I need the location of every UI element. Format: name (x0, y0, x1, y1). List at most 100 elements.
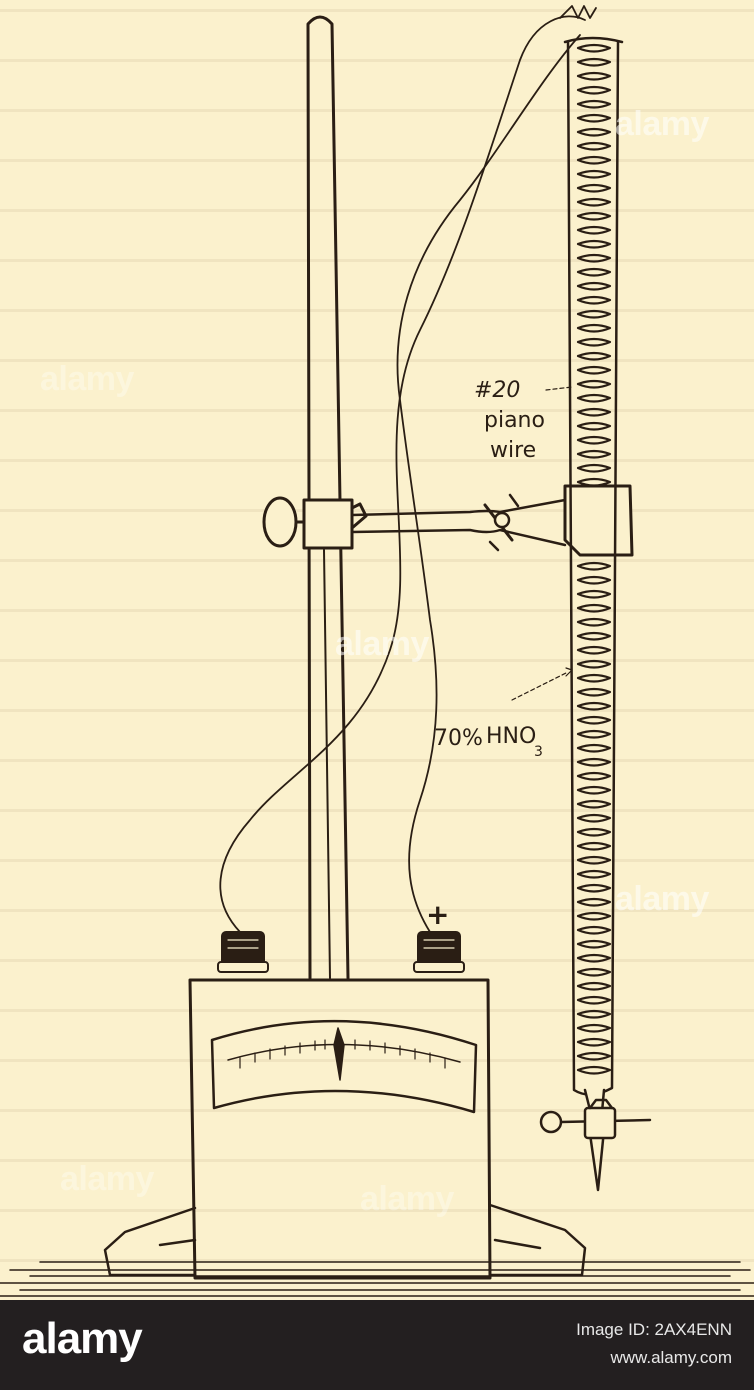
coil-loop (576, 393, 612, 403)
coil-loop (576, 925, 612, 935)
wire-coil (576, 43, 612, 1075)
coil-loop (576, 631, 612, 641)
coil-loop (576, 43, 612, 53)
coil-loop (576, 463, 612, 473)
coil-loop (576, 967, 612, 977)
watermark: alamy (615, 880, 709, 918)
coil-loop (576, 1009, 612, 1019)
coil-loop (576, 267, 612, 277)
coil-loop (576, 141, 612, 151)
stand-rod (306, 15, 350, 980)
rod-clamp (262, 496, 368, 550)
coil-loop (576, 211, 612, 221)
coil-loop (576, 757, 612, 767)
coil-loop (576, 407, 612, 417)
coil-loop (576, 1065, 612, 1075)
coil-loop (576, 337, 612, 347)
stand-base (103, 1203, 587, 1277)
coil-loop (576, 561, 612, 571)
coil-loop (576, 575, 612, 585)
image-id: Image ID: 2AX4ENN (576, 1320, 732, 1339)
coil-loop (576, 617, 612, 627)
coil-loop (576, 239, 612, 249)
coil-loop (576, 253, 612, 263)
watermark: alamy (615, 105, 709, 143)
coil-loop (576, 183, 612, 193)
apparatus-drawing (0, 5, 754, 1297)
coil-loop (576, 589, 612, 599)
coil-loop (576, 645, 612, 655)
coil-loop (576, 1037, 612, 1047)
coil-loop (576, 799, 612, 809)
lead-wires (219, 5, 597, 933)
coil-loop (576, 127, 612, 137)
illustration-canvas: #20 piano wire 70% HNO 3 + alamy alamy a… (0, 0, 754, 1300)
coil-loop (576, 309, 612, 319)
acid-subscript-label: 3 (534, 744, 543, 760)
coil-loop (576, 813, 612, 823)
wire-material-label: piano (484, 408, 545, 433)
wire-word-label: wire (490, 438, 537, 463)
positive-terminal-label: + (426, 898, 450, 931)
stopcock (539, 1098, 652, 1140)
coil-loop (576, 869, 612, 879)
coil-loop (576, 687, 612, 697)
watermark: alamy (40, 360, 134, 398)
coil-loop (576, 155, 612, 165)
footer-logo[interactable]: alamy (22, 1314, 143, 1363)
coil-loop (576, 659, 612, 669)
coil-loop (576, 1051, 612, 1061)
coil-loop (576, 785, 612, 795)
coil-loop (576, 197, 612, 207)
coil-loop (576, 883, 612, 893)
coil-loop (576, 421, 612, 431)
tube-clamp (563, 484, 634, 557)
coil-loop (576, 295, 612, 305)
coil-loop (576, 771, 612, 781)
right-terminal (413, 931, 465, 973)
coil-loop (576, 841, 612, 851)
coil-loop (576, 729, 612, 739)
coil-loop (576, 435, 612, 445)
coil-loop (576, 113, 612, 123)
coil-loop (576, 1023, 612, 1033)
watermark: alamy (60, 1160, 154, 1198)
coil-loop (576, 939, 612, 949)
coil-loop (576, 99, 612, 109)
coil-loop (576, 57, 612, 67)
acid-concentration-label: 70% (434, 726, 483, 751)
footer-meta: Image ID: 2AX4ENN www.alamy.com (576, 1316, 732, 1372)
coil-loop (576, 827, 612, 837)
coil-loop (576, 743, 612, 753)
coil-loop (576, 673, 612, 683)
coil-loop (576, 449, 612, 459)
footer-bar: alamy Image ID: 2AX4ENN www.alamy.com (0, 1300, 754, 1390)
meter-box (188, 978, 492, 1280)
coil-loop (576, 715, 612, 725)
coil-loop (576, 85, 612, 95)
label-leaders (511, 386, 573, 701)
coil-loop (576, 855, 612, 865)
acid-formula-label: HNO (486, 724, 537, 749)
coil-loop (576, 953, 612, 963)
website-link[interactable]: www.alamy.com (610, 1348, 732, 1367)
coil-loop (576, 897, 612, 907)
coil-loop (576, 701, 612, 711)
coil-loop (576, 71, 612, 81)
coil-loop (576, 365, 612, 375)
coil-loop (576, 225, 612, 235)
left-terminal (217, 931, 269, 973)
coil-loop (576, 379, 612, 389)
coil-loop (576, 477, 612, 487)
watermark: alamy (360, 1180, 454, 1218)
watermark: alamy (335, 625, 429, 663)
wire-gauge-label: #20 (474, 378, 521, 403)
clamp-arm (350, 493, 567, 552)
coil-loop (576, 995, 612, 1005)
coil-loop (576, 281, 612, 291)
coil-loop (576, 981, 612, 991)
coil-loop (576, 603, 612, 613)
coil-loop (576, 169, 612, 179)
coil-loop (576, 911, 612, 921)
coil-loop (576, 323, 612, 333)
